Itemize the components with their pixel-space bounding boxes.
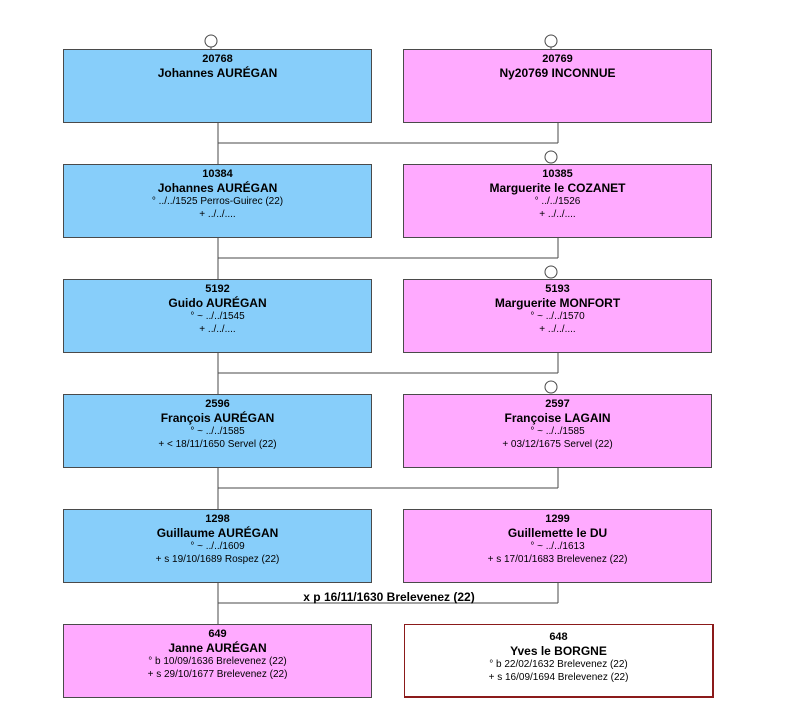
person-card-2596[interactable]: 2596 François AURÉGAN ° ~ ../../1585 + <… xyxy=(63,394,372,468)
death-info: + ../../.... xyxy=(539,209,576,220)
no-parents-marker xyxy=(544,150,558,164)
death-info: + s 17/01/1683 Brelevenez (22) xyxy=(487,554,628,565)
sosa-number: 2596 xyxy=(205,398,230,410)
sosa-number: 648 xyxy=(549,631,568,643)
birth-info: ° ../../1526 xyxy=(534,196,581,207)
person-name: Johannes AURÉGAN xyxy=(157,66,278,80)
person-card-648[interactable]: 648 Yves le BORGNE ° b 22/02/1632 Brelev… xyxy=(404,624,714,698)
birth-info: ° ~ ../../1545 xyxy=(190,311,245,322)
person-card-20769[interactable]: 20769 Ny20769 INCONNUE xyxy=(403,49,712,123)
birth-info: ° ~ ../../1570 xyxy=(530,311,585,322)
death-info: + ../../.... xyxy=(199,324,236,335)
birth-info: ° ~ ../../1613 xyxy=(530,541,585,552)
person-name: Johannes AURÉGAN xyxy=(157,181,278,195)
person-card-5193[interactable]: 5193 Marguerite MONFORT ° ~ ../../1570 +… xyxy=(403,279,712,353)
person-name: Guillemette le DU xyxy=(507,526,608,540)
person-card-20768[interactable]: 20768 Johannes AURÉGAN xyxy=(63,49,372,123)
person-name: Guillaume AURÉGAN xyxy=(156,526,279,540)
person-card-2597[interactable]: 2597 Françoise LAGAIN ° ~ ../../1585 + 0… xyxy=(403,394,712,468)
sosa-number: 10384 xyxy=(202,168,233,180)
sosa-number: 5192 xyxy=(205,283,230,295)
person-name: Ny20769 INCONNUE xyxy=(499,66,616,80)
person-name: Guido AURÉGAN xyxy=(168,296,267,310)
no-parents-marker xyxy=(544,34,558,48)
birth-info: ° ~ ../../1585 xyxy=(190,426,245,437)
birth-info: ° b 22/02/1632 Brelevenez (22) xyxy=(489,659,628,670)
person-card-1299[interactable]: 1299 Guillemette le DU ° ~ ../../1613 + … xyxy=(403,509,712,583)
sosa-number: 1298 xyxy=(205,513,230,525)
death-info: + ../../.... xyxy=(199,209,236,220)
birth-info: ° ../../1525 Perros-Guirec (22) xyxy=(151,196,284,207)
person-card-1298[interactable]: 1298 Guillaume AURÉGAN ° ~ ../../1609 + … xyxy=(63,509,372,583)
person-card-649[interactable]: 649 Janne AURÉGAN ° b 10/09/1636 Breleve… xyxy=(63,624,372,698)
person-card-10384[interactable]: 10384 Johannes AURÉGAN ° ../../1525 Perr… xyxy=(63,164,372,238)
sosa-number: 2597 xyxy=(545,398,570,410)
person-card-5192[interactable]: 5192 Guido AURÉGAN ° ~ ../../1545 + ../.… xyxy=(63,279,372,353)
sosa-number: 20769 xyxy=(542,53,573,65)
no-parents-marker xyxy=(544,265,558,279)
sosa-number: 5193 xyxy=(545,283,570,295)
death-info: + < 18/11/1650 Servel (22) xyxy=(158,439,277,450)
person-name: François AURÉGAN xyxy=(160,411,275,425)
person-name: Yves le BORGNE xyxy=(510,644,607,658)
no-parents-marker xyxy=(204,34,218,48)
sosa-number: 10385 xyxy=(542,168,573,180)
person-name: Françoise LAGAIN xyxy=(504,411,611,425)
sosa-number: 20768 xyxy=(202,53,233,65)
death-info: + ../../.... xyxy=(539,324,576,335)
death-info: + 03/12/1675 Servel (22) xyxy=(502,439,613,450)
death-info: + s 29/10/1677 Brelevenez (22) xyxy=(147,669,288,680)
no-parents-marker xyxy=(544,380,558,394)
birth-info: ° b 10/09/1636 Brelevenez (22) xyxy=(148,656,287,667)
sosa-number: 649 xyxy=(208,628,227,640)
birth-info: ° ~ ../../1609 xyxy=(190,541,245,552)
sosa-number: 1299 xyxy=(545,513,570,525)
person-name: Marguerite MONFORT xyxy=(494,296,621,310)
death-info: + s 16/09/1694 Brelevenez (22) xyxy=(488,672,629,683)
death-info: + s 19/10/1689 Rospez (22) xyxy=(155,554,280,565)
person-name: Janne AURÉGAN xyxy=(168,641,267,655)
birth-info: ° ~ ../../1585 xyxy=(530,426,585,437)
person-card-10385[interactable]: 10385 Marguerite le COZANET ° ../../1526… xyxy=(403,164,712,238)
marriage-info: x p 16/11/1630 Brelevenez (22) xyxy=(303,590,475,604)
person-name: Marguerite le COZANET xyxy=(489,181,626,195)
